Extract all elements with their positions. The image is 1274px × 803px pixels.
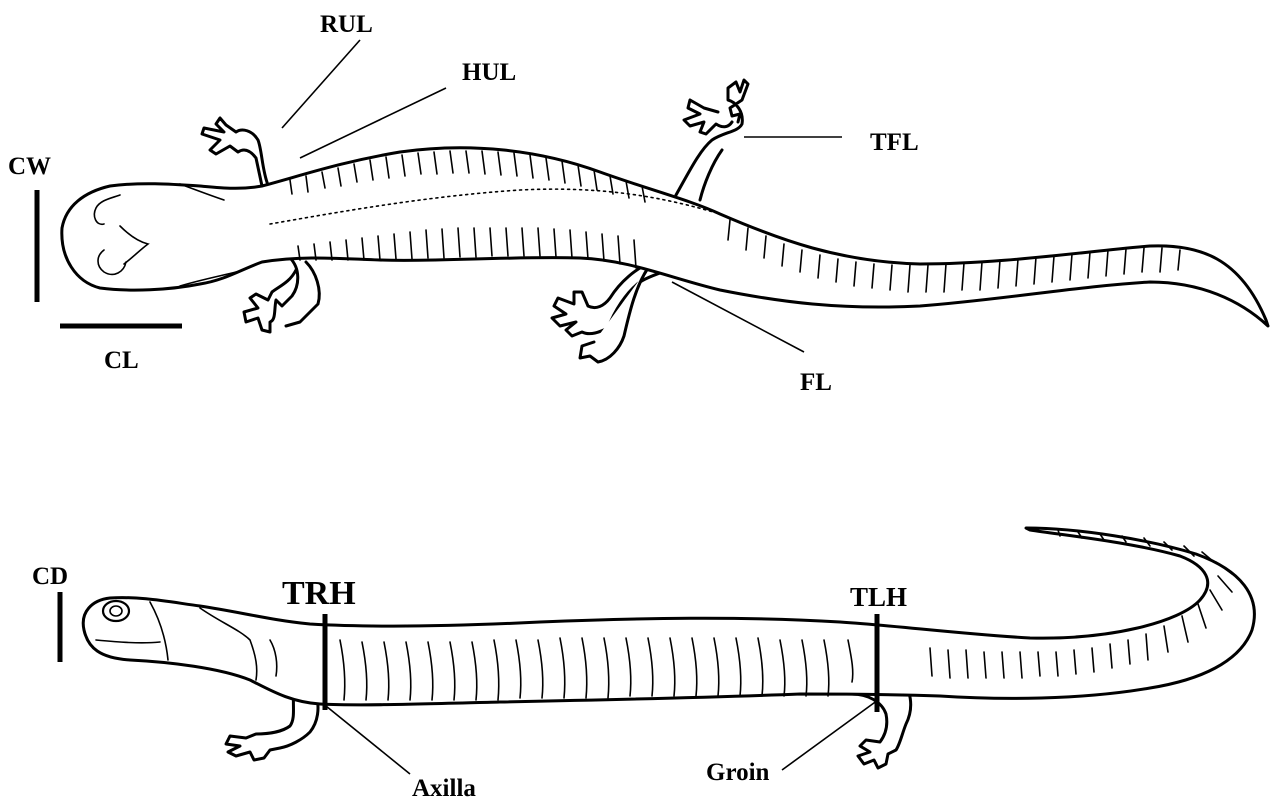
label-cd: CD <box>32 563 68 590</box>
forelimb-lower <box>244 258 319 332</box>
hul-leader-line <box>300 88 446 158</box>
label-cw: CW <box>8 153 51 180</box>
forelimb-upper-left <box>202 118 268 186</box>
label-fl: FL <box>800 369 832 396</box>
label-cl: CL <box>104 347 139 374</box>
label-rul: RUL <box>320 11 373 38</box>
lateral-view-salamander <box>83 528 1254 768</box>
dorsal-view-salamander <box>62 80 1268 362</box>
lateral-body-outline <box>83 528 1254 705</box>
axilla-leader-line <box>326 706 410 774</box>
label-tlh: TLH <box>850 582 907 612</box>
dorsal-body-outline <box>62 148 1268 326</box>
label-trh: TRH <box>282 575 356 612</box>
label-axilla: Axilla <box>412 775 476 802</box>
label-hul: HUL <box>462 59 516 86</box>
label-tfl: TFL <box>870 129 919 156</box>
rul-leader-line <box>282 40 360 128</box>
label-groin: Groin <box>706 759 770 786</box>
hindlimb-upper-right <box>676 80 748 200</box>
hindlimb-lower <box>552 262 684 362</box>
